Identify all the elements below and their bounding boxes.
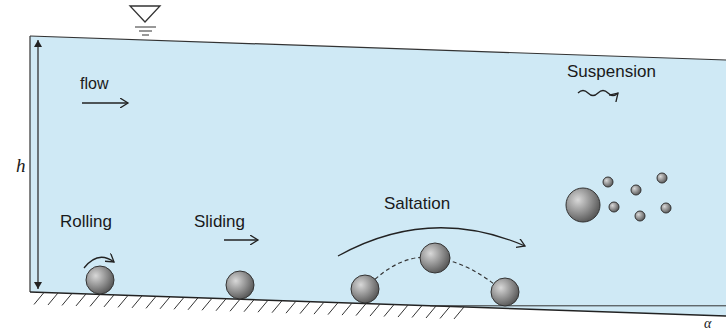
- water-level-line: [142, 35, 149, 36]
- suspended-particle: [635, 211, 645, 221]
- suspended-particle: [566, 188, 600, 222]
- suspended-particle: [609, 202, 619, 212]
- hatch-line: [48, 293, 58, 305]
- sliding-particle: [226, 271, 254, 299]
- hatch-line: [146, 296, 156, 308]
- hatch-line: [440, 306, 450, 318]
- transport-mode-label: Saltation: [384, 194, 450, 214]
- rolling-particle: [86, 266, 114, 294]
- hatch-line: [314, 302, 324, 314]
- flow-arrow: [82, 102, 128, 103]
- suspension-arrow: [578, 91, 618, 96]
- hatch-line: [90, 294, 100, 306]
- water-level-symbol: [130, 6, 160, 22]
- hatch-line: [398, 305, 408, 317]
- water-surface: [30, 36, 726, 60]
- suspended-particle: [661, 203, 671, 213]
- hatch-line: [104, 295, 114, 307]
- hatch-line: [412, 306, 422, 318]
- water-level-line: [139, 31, 152, 32]
- saltation-particle: [491, 278, 519, 306]
- hatch-line: [174, 297, 184, 309]
- hatch-line: [356, 304, 366, 316]
- saltation-particle: [351, 275, 379, 303]
- hatch-line: [454, 307, 464, 319]
- transport-mode-label: Rolling: [60, 212, 112, 232]
- hatch-line: [286, 301, 296, 313]
- hatch-line: [328, 303, 338, 315]
- hatch-line: [76, 294, 86, 306]
- hatch-line: [160, 297, 170, 309]
- horizontal-reference: [430, 305, 726, 306]
- hatch-line: [132, 296, 142, 308]
- hatch-line: [272, 301, 282, 313]
- hatch-line: [244, 300, 254, 312]
- suspended-particle: [603, 177, 613, 187]
- hatch-line: [426, 306, 436, 318]
- hatch-line: [188, 298, 198, 310]
- hatch-line: [370, 304, 380, 316]
- sliding-arrow: [224, 239, 258, 240]
- hatch-line: [216, 299, 226, 311]
- hatch-line: [118, 295, 128, 307]
- hatch-line: [62, 293, 72, 305]
- hatch-line: [202, 298, 212, 310]
- flow-label: flow: [80, 75, 108, 93]
- transport-mode-label: Suspension: [567, 62, 656, 82]
- depth-dimension: [37, 40, 38, 289]
- suspended-particle: [631, 185, 641, 195]
- water-level-line: [135, 27, 156, 28]
- transport-mode-label: Sliding: [194, 212, 245, 232]
- water-body: [30, 36, 726, 316]
- left-wall: [29, 36, 30, 292]
- channel-bed: [30, 292, 726, 316]
- hatch-line: [300, 302, 310, 314]
- bed-hatching: [34, 292, 464, 318]
- suspended-particle: [657, 173, 667, 183]
- saltation-particle: [420, 243, 450, 273]
- slope-angle-symbol: α: [704, 316, 711, 332]
- hatch-line: [230, 299, 240, 311]
- hatch-line: [342, 303, 352, 315]
- hatch-line: [258, 300, 268, 312]
- depth-symbol: h: [16, 155, 26, 177]
- hatch-line: [384, 305, 394, 317]
- hatch-line: [34, 292, 44, 304]
